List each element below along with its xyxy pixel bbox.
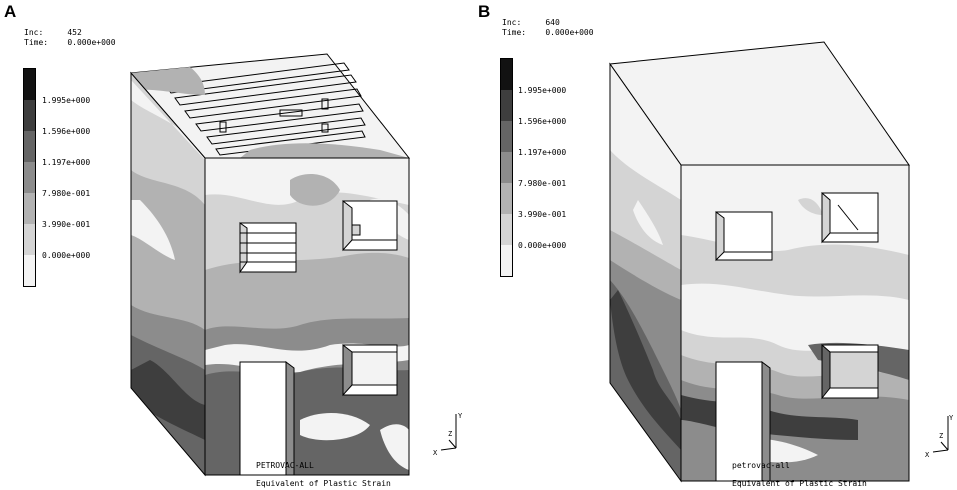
roof-slabs — [165, 62, 366, 156]
panel-a: A Inc: 452 Time: 0.000e+000 1.995e+000 1… — [0, 0, 478, 490]
axis-triad: Y Z X — [433, 412, 463, 457]
legend-tick-label: 0.000e+000 — [518, 241, 567, 250]
building-model-a: Y Z X — [129, 53, 463, 477]
legend-swatch — [24, 69, 35, 100]
axis-label-y: Y — [458, 412, 463, 420]
legend-swatch — [501, 245, 512, 276]
building-model-b: Y Z X — [609, 41, 954, 483]
time-value: 0.000e+000 — [545, 28, 594, 37]
panel-letter-a: A — [4, 2, 17, 21]
door-opening — [239, 361, 295, 476]
legend-colorbar — [500, 58, 513, 277]
legend-tick-label: 0.000e+000 — [42, 251, 91, 260]
legend-tick-label: 3.990e-001 — [518, 210, 567, 219]
legend-swatch — [24, 162, 35, 193]
window-upper-left — [715, 211, 773, 262]
quantity-caption: Equivalent of Plastic Strain — [732, 479, 867, 488]
legend-swatch — [24, 193, 35, 224]
model-name: petrovac-all — [732, 461, 790, 470]
window-lower-right — [342, 343, 398, 397]
increment-value: 452 — [67, 28, 82, 37]
legend-swatch — [501, 90, 512, 121]
window-lower-right — [821, 343, 879, 400]
axis-label-x: X — [433, 449, 438, 457]
legend-tick-label: 1.995e+000 — [42, 96, 91, 105]
time-label: Time: 0.000e+000 — [24, 38, 116, 47]
time-label: Time: 0.000e+000 — [502, 28, 594, 37]
legend-tick-label: 7.980e-001 — [518, 179, 567, 188]
roof-contour — [131, 67, 409, 158]
increment-value: 640 — [545, 18, 560, 27]
window-upper-right — [821, 191, 879, 244]
axis-label-z: Z — [939, 432, 943, 440]
panel-letter-b: B — [478, 2, 491, 21]
legend-swatch — [501, 121, 512, 152]
panel-b: B Inc: 640 Time: 0.000e+000 1.995e+000 1… — [478, 0, 956, 490]
legend-tick-label: 3.990e-001 — [42, 220, 91, 229]
quantity-caption: Equivalent of Plastic Strain — [256, 479, 391, 488]
legend-swatch — [24, 224, 35, 255]
time-value: 0.000e+000 — [67, 38, 116, 47]
increment-label: Inc: 640 — [502, 18, 560, 27]
legend-tick-label: 1.995e+000 — [518, 86, 567, 95]
legend-swatch — [24, 255, 35, 286]
axis-label-z: Z — [448, 430, 452, 438]
legend-tick-label: 1.596e+000 — [42, 127, 91, 136]
legend-tick-label: 1.596e+000 — [518, 117, 567, 126]
model-name: PETROVAC-ALL — [256, 461, 314, 470]
legend-swatch — [501, 59, 512, 90]
window-upper-right — [342, 199, 398, 252]
door-opening — [715, 361, 771, 482]
axis-triad: Y Z X — [925, 414, 954, 459]
axis-label-x: X — [925, 451, 930, 459]
legend-swatch — [24, 100, 35, 131]
legend-swatch — [24, 131, 35, 162]
legend-colorbar — [23, 68, 36, 287]
legend-swatch — [501, 152, 512, 183]
legend-tick-label: 1.197e+000 — [42, 158, 91, 167]
increment-label: Inc: 452 — [24, 28, 82, 37]
left-face-contours — [131, 80, 205, 475]
legend-tick-label: 1.197e+000 — [518, 148, 567, 157]
window-upper-left — [239, 222, 297, 274]
legend-swatch — [501, 183, 512, 214]
legend-swatch — [501, 214, 512, 245]
legend-tick-label: 7.980e-001 — [42, 189, 91, 198]
left-face-contours — [610, 64, 681, 481]
axis-label-y: Y — [949, 414, 954, 422]
